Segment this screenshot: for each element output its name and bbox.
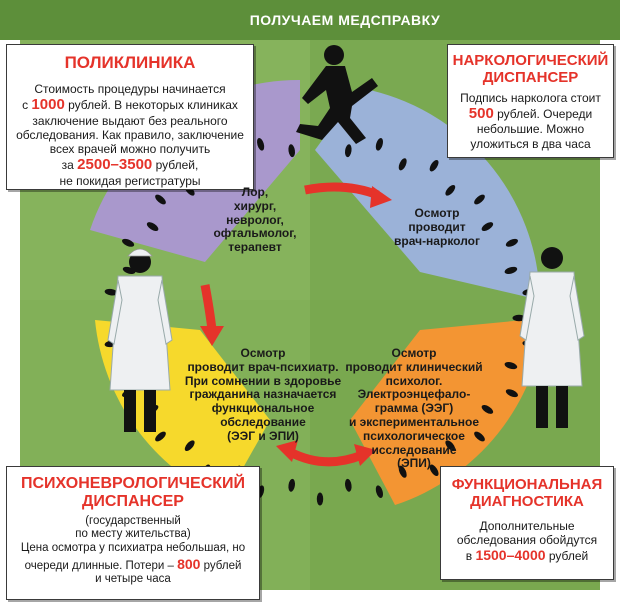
footprint-icon — [257, 137, 265, 151]
sector-blue — [315, 88, 540, 300]
header-banner: ПОЛУЧАЕМ МЕДСПРАВКУ — [0, 0, 620, 40]
footprint-icon — [474, 431, 485, 442]
polyclinic-text: Стоимость процедуры начинается с 1000 ру… — [16, 82, 244, 189]
psycho-text: (государственный по месту жительства) Це… — [20, 514, 246, 586]
footprint-icon — [481, 404, 494, 414]
footprint-icon — [474, 194, 485, 205]
footprint-icon — [344, 144, 352, 158]
footprint-icon — [288, 478, 296, 492]
page-title: ПОЛУЧАЕМ МЕДСПРАВКУ — [249, 12, 441, 28]
sector-orange — [350, 318, 545, 505]
footprint-icon — [375, 137, 383, 151]
footprint-icon — [155, 194, 166, 205]
sector-violet-text: Лор,хирург, невролог,офтальмолог, терапе… — [213, 185, 297, 255]
footprint-icon — [398, 158, 407, 171]
footprint-icon — [184, 440, 195, 452]
polyclinic-title: ПОЛИКЛИНИКА — [64, 53, 196, 72]
doctor-right-icon — [519, 247, 585, 428]
footprint-icon — [429, 464, 439, 477]
footprint-icon — [481, 222, 494, 232]
footprint-icon — [398, 465, 407, 478]
running-man-icon — [296, 45, 378, 144]
polyclinic-box: ПОЛИКЛИНИКА Стоимость процедуры начинает… — [6, 44, 254, 190]
footprint-icon — [429, 159, 439, 172]
narco-text: Подпись нарколога стоит 500 рублей. Очер… — [460, 90, 601, 151]
arrow-double-bottom — [287, 447, 364, 467]
footprint-icon — [122, 238, 135, 247]
footprint-icon — [504, 362, 518, 370]
footprint-icon — [445, 184, 456, 196]
footprint-icon — [504, 266, 518, 274]
footprint-icon — [375, 485, 383, 499]
footprint-icon — [445, 440, 456, 452]
footprint-icon — [505, 389, 518, 398]
footprint-icon — [344, 478, 352, 492]
footprint-icon — [104, 288, 118, 296]
footprint-icon — [505, 238, 518, 247]
doctor-left-icon — [107, 248, 173, 432]
func-text: Дополнительные обследования обойдутся в … — [456, 518, 598, 563]
footprint-icon — [146, 222, 159, 232]
footprint-icon — [288, 144, 296, 158]
footprint-icon — [316, 492, 324, 506]
footprint-icon — [155, 431, 166, 442]
